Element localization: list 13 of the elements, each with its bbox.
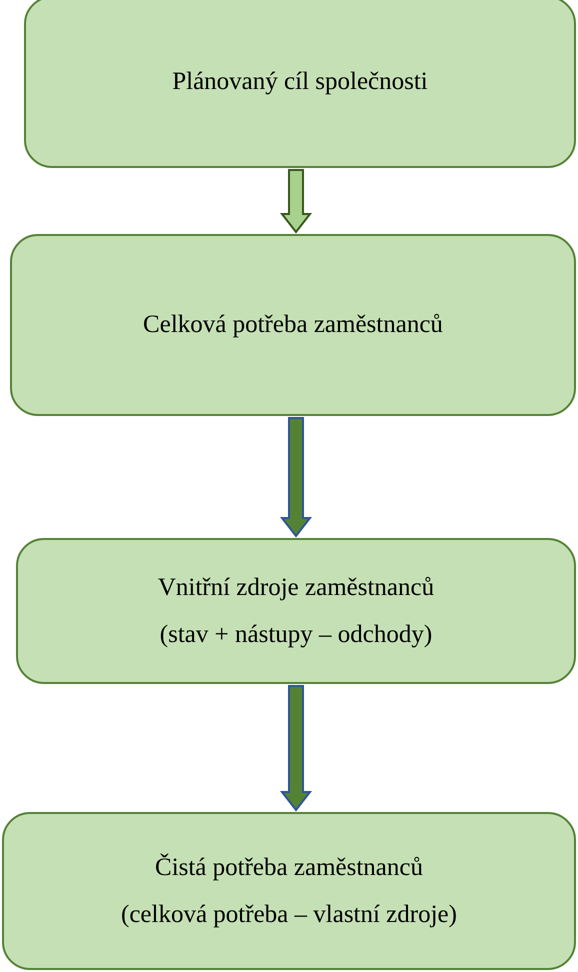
box-text: Celková potřeba zaměstnanců: [143, 310, 443, 340]
process-box: [10, 234, 576, 416]
box-text: (stav + nástupy – odchody): [160, 620, 432, 650]
box-text: Plánovaný cíl společnosti: [172, 67, 428, 98]
process-box: [16, 538, 576, 684]
process-box: [24, 0, 576, 168]
box-text: Vnitřní zdroje zaměstnanců: [158, 572, 434, 602]
box-text: Čistá potřeba zaměstnanců: [155, 852, 423, 882]
arrow: [280, 685, 312, 812]
box-text: (celková potřeba – vlastní zdroje): [121, 900, 457, 930]
arrow: [280, 417, 312, 538]
arrow: [280, 169, 312, 234]
process-box: [2, 812, 576, 970]
